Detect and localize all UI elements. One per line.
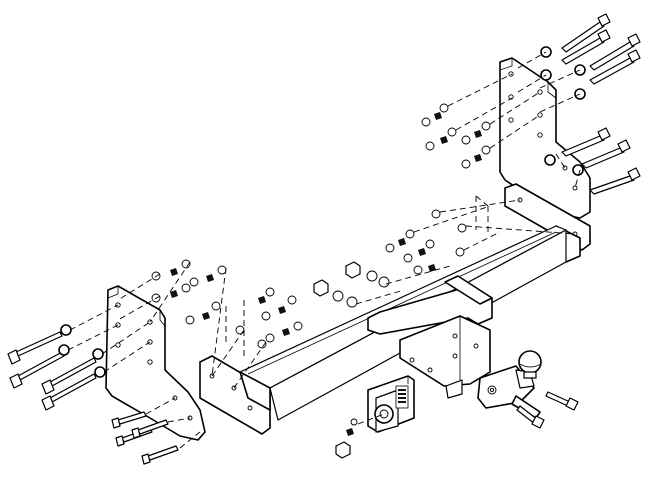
bolt <box>141 445 179 465</box>
bolt <box>589 33 641 71</box>
bolts-right-top <box>540 13 641 195</box>
bolt <box>581 139 631 169</box>
left-bracket-nuts <box>151 259 303 349</box>
alignment-lines <box>67 51 581 449</box>
bolt <box>41 357 97 395</box>
left-mounting-bracket <box>105 285 206 441</box>
bolt <box>7 331 63 365</box>
bolt <box>561 127 611 157</box>
bolt <box>131 419 169 439</box>
bolt <box>589 167 641 195</box>
center-fasteners <box>313 261 390 459</box>
bolt <box>561 29 611 65</box>
bolt <box>545 391 579 411</box>
socket-plate <box>367 375 415 433</box>
bolt <box>41 373 97 411</box>
bolt <box>589 49 641 85</box>
bolt <box>561 13 611 53</box>
tow-bar-neck <box>367 275 493 399</box>
tow-ball <box>477 350 542 419</box>
bolts-towball <box>516 391 579 429</box>
bolt <box>111 411 147 429</box>
bolts-left <box>7 324 179 465</box>
bolt <box>9 351 65 389</box>
bolt <box>516 405 545 429</box>
right-bracket-nuts <box>385 103 491 275</box>
